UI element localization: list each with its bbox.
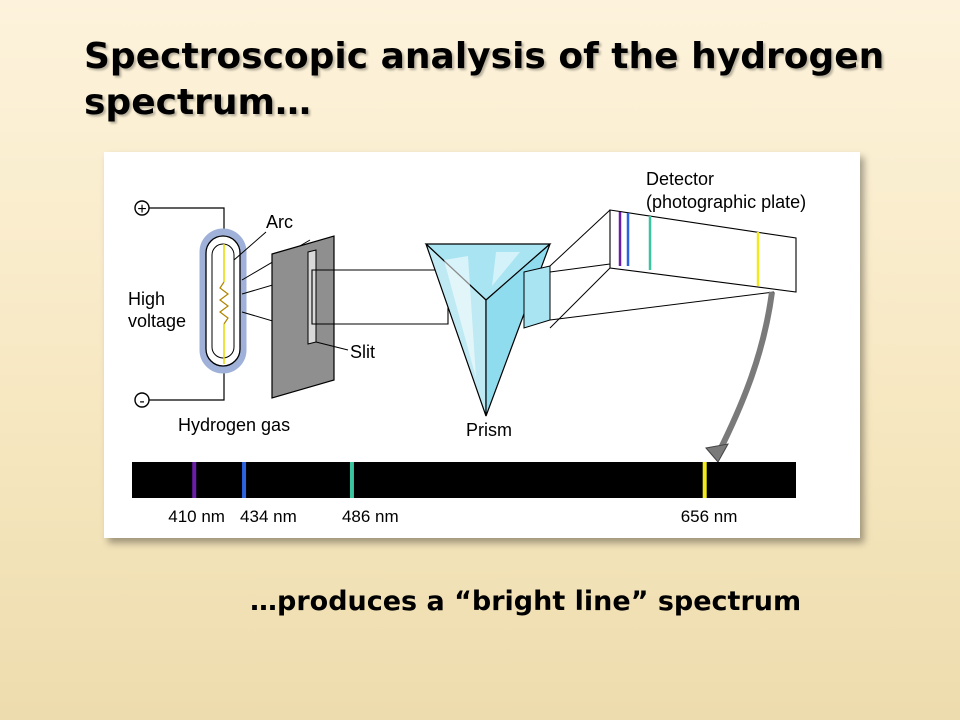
slit-pointer xyxy=(315,341,349,351)
voltage-label: voltage xyxy=(128,311,186,331)
slit-label: Slit xyxy=(350,342,375,362)
spectrum-label-410: 410 nm xyxy=(168,507,225,526)
spectroscope-diagram: + - High voltage Arc Slit Hydrogen gas xyxy=(104,152,860,538)
diagram-svg: + - High voltage Arc Slit Hydrogen gas xyxy=(128,169,806,526)
ray-out-3 xyxy=(549,291,775,321)
plus-label: + xyxy=(137,201,146,218)
arc-label: Arc xyxy=(266,212,293,232)
spectrum-label-656: 656 nm xyxy=(681,507,738,526)
detector-plate xyxy=(609,209,797,293)
negative-wire xyxy=(149,364,225,401)
prism-exit-face xyxy=(523,265,551,329)
ray-out-1 xyxy=(549,209,611,267)
high-label: High xyxy=(128,289,165,309)
bright-line-spectrum: 410 nm 434 nm 486 nm 656 nm xyxy=(132,462,796,526)
prism-highlight-top xyxy=(492,252,520,286)
hydrogen-gas-label: Hydrogen gas xyxy=(178,415,290,435)
discharge-tube-inner xyxy=(211,243,235,359)
slit-plate xyxy=(271,235,335,399)
slide-title: Spectroscopic analysis of the hydrogen s… xyxy=(84,36,885,123)
curved-arrow-shaft xyxy=(715,291,775,456)
spectrum-background xyxy=(132,462,796,498)
curved-arrow-head xyxy=(705,443,729,463)
discharge-tube xyxy=(205,235,241,367)
detector-label: Detector xyxy=(646,169,714,189)
prism-label: Prism xyxy=(466,420,512,440)
minus-label: - xyxy=(139,393,144,410)
spectrum-label-486: 486 nm xyxy=(342,507,399,526)
spectrum-label-434: 434 nm xyxy=(240,507,297,526)
ray-out-4 xyxy=(549,267,611,329)
tube-glow xyxy=(199,228,247,374)
photographic-plate-label: (photographic plate) xyxy=(646,192,806,212)
caption: …produces a “bright line” spectrum xyxy=(250,586,802,617)
prism-highlight xyxy=(444,256,476,378)
light-beam xyxy=(311,269,449,325)
arc-zigzag xyxy=(219,281,229,325)
ray-out-2 xyxy=(549,263,611,273)
arc-pointer xyxy=(233,231,267,261)
